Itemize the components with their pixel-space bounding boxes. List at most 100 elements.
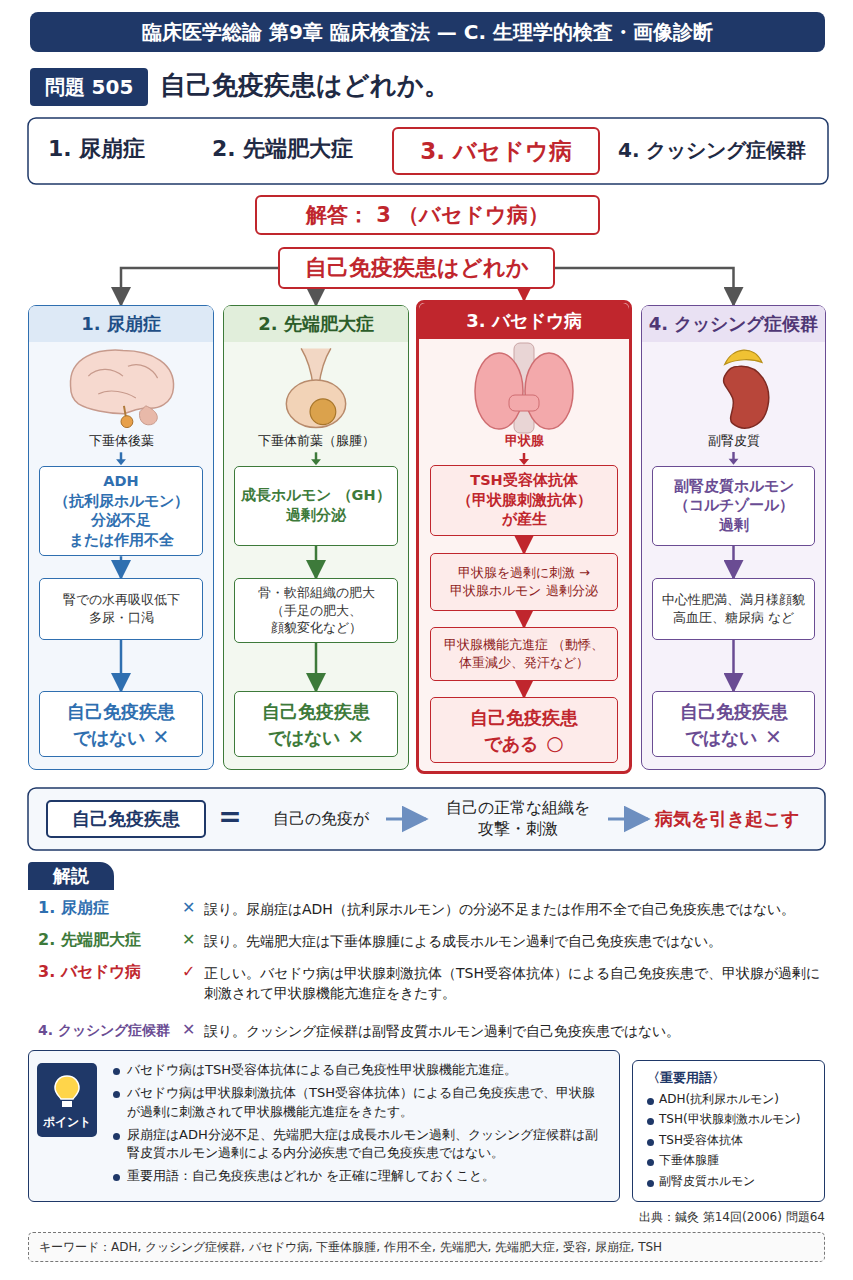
process-box: 成長ホルモン （GH） 過剰分泌 — [234, 466, 398, 546]
box-text: 甲状腺を過剰に刺激 → 甲状腺ホルモン 過剰分泌 — [437, 564, 611, 599]
option-label: 2. 先端肥大症 — [212, 134, 387, 164]
source-note: 出典：鍼灸 第14回(2006) 問題64 — [470, 1209, 825, 1226]
box-text: TSH受容体抗体 （甲状腺刺激抗体） が産生 — [437, 471, 611, 530]
bullet-dot — [113, 1091, 120, 1098]
row-mark: ✕ — [182, 930, 200, 949]
flow-arrow — [120, 640, 123, 691]
option-label: 4. クッシング症候群 — [618, 137, 823, 164]
term-item: 副腎皮質ホルモン — [647, 1173, 814, 1190]
term-item: 下垂体腺腫 — [647, 1152, 814, 1169]
flow-arrow — [523, 536, 526, 553]
flow-arrow — [732, 640, 735, 691]
process-box: 副腎皮質ホルモン （コルチゾール） 過剰 — [652, 466, 815, 546]
box-text: ADH （抗利尿ホルモン） 分泌不足 または作用不全 — [46, 472, 196, 550]
box-text: 副腎皮質ホルモン （コルチゾール） 過剰 — [659, 477, 808, 536]
box-text: 骨・軟部組織の肥大 （手足の肥大、顔貌変化など） — [241, 584, 391, 637]
answer-box: 解答： 3 （バセドウ病） — [255, 195, 600, 235]
process-box: 中心性肥満、満月様顔貌 高血圧、糖尿病 など — [652, 578, 815, 640]
row-title: 2. 先端肥大症 — [38, 930, 178, 951]
column-header: 4. クッシング症候群 — [642, 306, 825, 342]
term-item: ADH(抗利尿ホルモン) — [647, 1091, 814, 1108]
row-text: 誤り。クッシング症候群は副腎皮質ホルモン過剰で自己免疫疾患ではない。 — [204, 1021, 822, 1041]
column-header: 3. バセドウ病 — [419, 303, 629, 339]
disease-column: 1. 尿崩症 ADH （抗利尿ホルモン） 分泌不足 または作用不全腎での水再吸収低… — [28, 305, 214, 770]
bullet-dot — [647, 1159, 654, 1166]
point-bullet: バセドウ病は甲状腺刺激抗体（TSH受容体抗体）による自己免疫疾患で、甲状腺が過剰… — [113, 1084, 607, 1122]
bullet-dot — [113, 1068, 120, 1075]
terms-box: 〈重要用語〉 ADH(抗利尿ホルモン) TSH(甲状腺刺激ホルモン) TSH受容体抗体… — [632, 1060, 825, 1202]
organ-caption: 下垂体後葉 — [28, 432, 214, 450]
result-box: 自己免疫疾患 ではない✕ — [234, 691, 398, 757]
result-mark: ✕ — [153, 725, 170, 749]
equals-sign: = — [212, 800, 248, 833]
term-item: TSH受容体抗体 — [647, 1132, 814, 1149]
organ-caption: 甲状腺 — [416, 432, 632, 450]
column-header: 1. 尿崩症 — [29, 306, 213, 342]
term-item: TSH(甲状腺刺激ホルモン) — [647, 1111, 814, 1128]
flow-arrow — [315, 546, 318, 578]
flow-arrow — [732, 546, 735, 578]
row-text: 正しい。バセドウ病は甲状腺刺激抗体（TSH受容体抗体）による自己免疫疾患で、甲状… — [204, 963, 822, 1004]
lightbulb-icon — [51, 1072, 83, 1110]
definition-box: 自己免疫疾患 — [46, 800, 206, 838]
point-box: バセドウ病はTSH受容体抗体による自己免疫性甲状腺機能亢進症。バセドウ病は甲状腺… — [28, 1050, 620, 1202]
flow-arrow — [121, 268, 278, 305]
box-text: 3. バセドウ病 — [420, 136, 572, 167]
answer-option: 3. バセドウ病 — [392, 127, 600, 175]
options-frame — [28, 118, 828, 184]
definition-arrow — [386, 818, 426, 821]
terms-title: 〈重要用語〉 — [647, 1069, 814, 1087]
row-title: 4. クッシング症候群 — [38, 1022, 180, 1040]
bullet-dot — [113, 1133, 120, 1140]
bullet-dot — [647, 1118, 654, 1125]
question-number: 問題 505 — [30, 68, 148, 106]
box-text: 中心性肥満、満月様顔貌 高血圧、糖尿病 など — [659, 591, 808, 626]
box-text: キーワード：ADH, クッシング症候群, バセドウ病, 下垂体腺腫, 作用不全,… — [39, 1239, 662, 1256]
row-text: 誤り。先端肥大症は下垂体腺腫による成長ホルモン過剰で自己免疫疾患ではない。 — [204, 931, 822, 951]
box-text: 自己免疫疾患 — [72, 807, 180, 831]
disease-column: 4. クッシング症候群副腎皮質ホルモン （コルチゾール） 過剰中心性肥満、満月様… — [641, 305, 826, 770]
process-box: 甲状腺機能亢進症 （動悸、体重減少、発汗など） — [430, 627, 618, 681]
box-text: 甲状腺機能亢進症 （動悸、体重減少、発汗など） — [437, 636, 611, 671]
row-title: 1. 尿崩症 — [38, 898, 178, 919]
definition-text: 自己の免疫が — [258, 809, 383, 830]
point-bullet: 重要用語：自己免疫疾患はどれか を正確に理解しておくこと。 — [113, 1167, 607, 1186]
disease-column: 3. バセドウ病 TSH受容体抗体 （甲状腺刺激抗体） が産生甲状腺を過剰に刺激 … — [416, 300, 632, 774]
question-box: 自己免疫疾患はどれか — [278, 247, 555, 289]
definition-arrow — [608, 818, 648, 821]
box-text: 解答： 3 （バセドウ病） — [306, 201, 549, 229]
bullet-dot — [647, 1139, 654, 1146]
row-text: 誤り。尿崩症はADH（抗利尿ホルモン）の分泌不足または作用不全で自己免疫疾患では… — [204, 899, 822, 919]
box-text: 解説 — [53, 864, 89, 888]
definition-text: 自己の正常な組織を 攻撃・刺激 — [432, 798, 604, 840]
box-text: 成長ホルモン （GH） 過剰分泌 — [241, 486, 391, 525]
column-header: 2. 先端肥大症 — [224, 306, 408, 342]
point-icon: ポイント — [37, 1063, 97, 1137]
process-box: 腎での水再吸収低下 多尿・口渇 — [39, 578, 203, 640]
flow-arrow — [315, 643, 318, 691]
section-tab: 解説 — [28, 862, 114, 890]
result-mark: ✕ — [765, 725, 782, 749]
definition-result: 病気を引き起こす — [655, 807, 820, 831]
bullet-dot — [647, 1180, 654, 1187]
disease-column: 2. 先端肥大症成長ホルモン （GH） 過剰分泌骨・軟部組織の肥大 （手足の肥大… — [223, 305, 409, 770]
row-mark: ✕ — [182, 1020, 200, 1039]
bullet-dot — [113, 1174, 120, 1181]
box-text: 腎での水再吸収低下 多尿・口渇 — [46, 591, 196, 626]
point-bullet: 尿崩症はADH分泌不足、先端肥大症は成長ホルモン過剰、クッシング症候群は副腎皮質… — [113, 1126, 607, 1164]
page-title: 臨床医学総論 第9章 臨床検査法 — C. 生理学的検査・画像診断 — [30, 12, 825, 52]
bullet-dot — [647, 1098, 654, 1105]
flow-arrow — [315, 289, 318, 305]
process-box: 骨・軟部組織の肥大 （手足の肥大、顔貌変化など） — [234, 578, 398, 643]
organ-caption: 副腎皮質 — [641, 432, 826, 450]
box-text: ポイント — [43, 1114, 91, 1131]
process-box: 甲状腺を過剰に刺激 → 甲状腺ホルモン 過剰分泌 — [430, 553, 618, 611]
result-box: 自己免疫疾患 ではない✕ — [652, 691, 815, 757]
question-text: 自己免疫疾患はどれか。 — [160, 68, 780, 103]
result-mark: ○ — [546, 731, 563, 755]
process-box: TSH受容体抗体 （甲状腺刺激抗体） が産生 — [430, 465, 618, 536]
flow-arrow — [523, 289, 526, 300]
flow-arrow — [523, 611, 526, 627]
flow-arrow — [120, 556, 123, 578]
organ-caption: 下垂体前葉（腺腫） — [223, 432, 409, 450]
